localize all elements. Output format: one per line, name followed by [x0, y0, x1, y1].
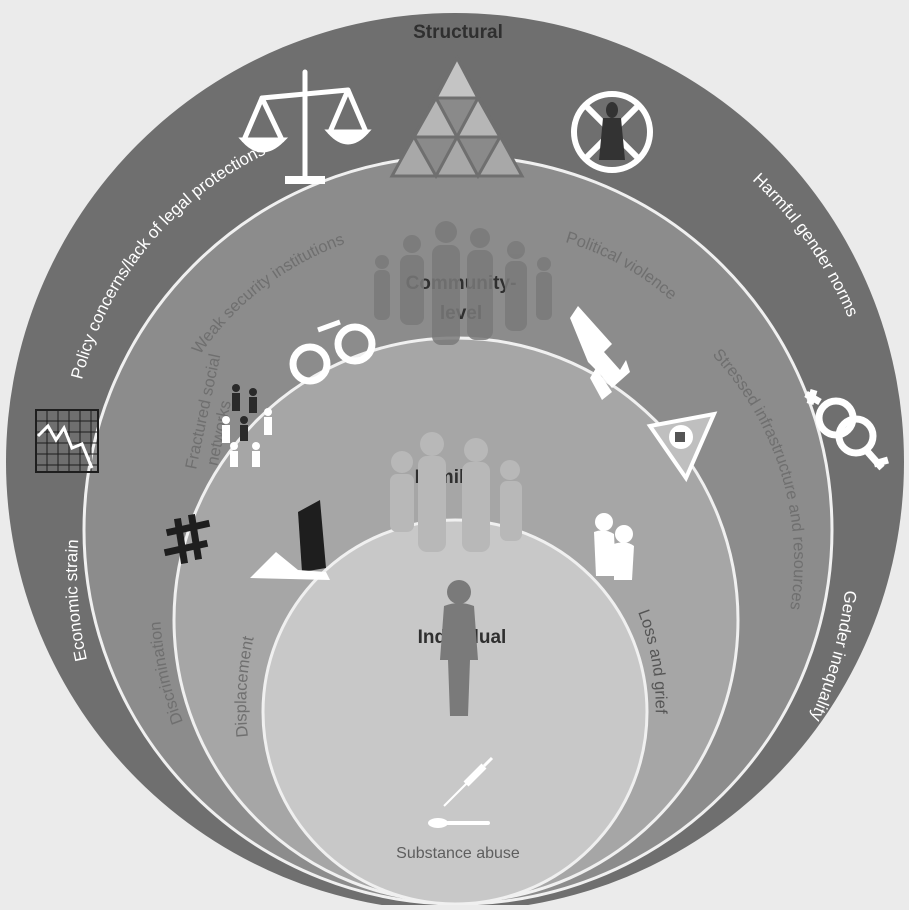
family-icon	[390, 432, 522, 552]
destroyed-building-icon	[250, 500, 330, 580]
level-structural: Structural	[413, 22, 503, 43]
person-icon	[440, 580, 478, 716]
gun-icon	[570, 306, 630, 400]
spoon-icon	[428, 818, 490, 828]
factor-substance-abuse: Substance abuse	[396, 845, 520, 862]
pyramid-icon	[389, 54, 525, 180]
handcuffs-icon	[289, 319, 376, 385]
no-woman-icon	[571, 91, 653, 173]
broken-link-icon	[163, 513, 211, 565]
consoling-couple-icon	[594, 513, 634, 580]
syringe-icon	[443, 756, 494, 807]
crowd-icon	[374, 221, 552, 345]
people-network-icon	[222, 384, 272, 467]
declining-chart-icon	[35, 409, 99, 473]
infrastructure-warning-icon	[646, 411, 718, 483]
scales-icon	[238, 69, 372, 184]
gender-symbols-icon	[804, 389, 889, 471]
